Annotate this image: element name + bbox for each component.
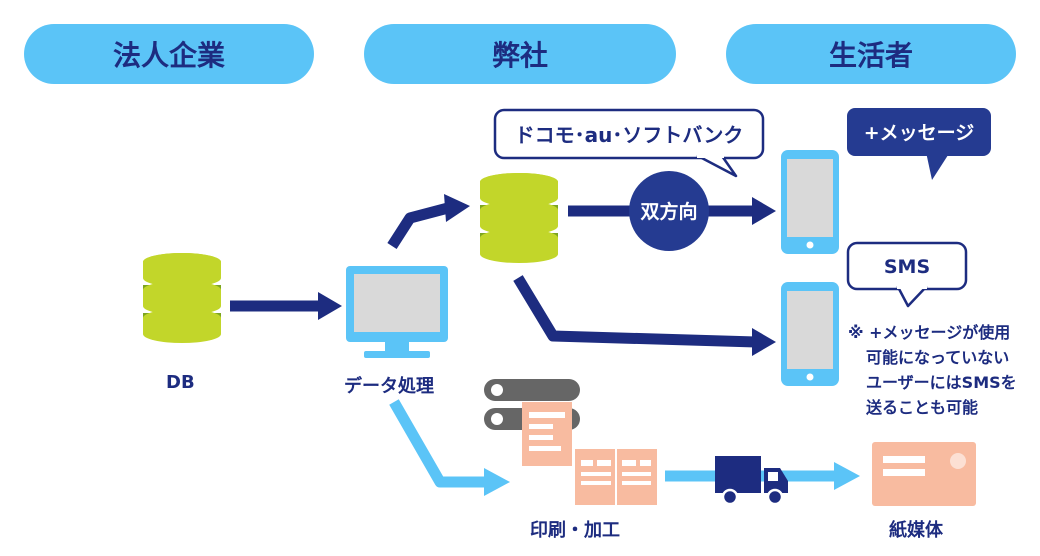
plus-message-label: +メッセージ bbox=[864, 122, 975, 144]
note-line-4: 送ることも可能 bbox=[866, 398, 979, 417]
arrow-db-to-phone-sms bbox=[513, 275, 776, 356]
plus-message-speech-bubble bbox=[847, 108, 991, 180]
paper-media-label: 紙媒体 bbox=[889, 520, 943, 541]
sms-fallback-note: ※ +メッセージが使用 可能になっていない ユーザーにはSMSを 送ることも可能 bbox=[848, 320, 1017, 420]
header-our-company-label: 弊社 bbox=[491, 39, 548, 72]
note-line-1: ※ +メッセージが使用 bbox=[848, 323, 1011, 342]
sms-label: SMS bbox=[884, 256, 930, 278]
note-line-2: 可能になっていない bbox=[866, 348, 1010, 367]
header-corporate: 法人企業 bbox=[24, 24, 314, 84]
carrier-label: ドコモ･au･ソフトバンク bbox=[515, 123, 744, 147]
db-label: DB bbox=[166, 372, 195, 393]
header-consumer: 生活者 bbox=[726, 24, 1016, 84]
header-corporate-label: 法人企業 bbox=[112, 39, 225, 72]
postcard-icon bbox=[872, 442, 976, 506]
printed-document-icon bbox=[522, 402, 572, 466]
arrow-print-to-paper-media bbox=[665, 462, 860, 490]
delivery-truck-icon bbox=[715, 456, 788, 506]
brochure-icon bbox=[575, 449, 657, 505]
sms-speech-bubble bbox=[846, 241, 968, 308]
smartphone-icon bbox=[781, 282, 839, 386]
db-icon bbox=[143, 253, 221, 343]
arrow-computer-to-print bbox=[389, 399, 510, 496]
header-our-company: 弊社 bbox=[364, 24, 676, 84]
note-line-3: ユーザーにはSMSを bbox=[866, 373, 1017, 392]
computer-monitor-icon bbox=[346, 266, 448, 358]
arrow-computer-to-server-db bbox=[387, 194, 470, 249]
header-consumer-label: 生活者 bbox=[828, 39, 913, 72]
print-processing-label: 印刷・加工 bbox=[530, 520, 620, 541]
bidirectional-label: 双方向 bbox=[640, 200, 697, 223]
arrow-db-to-computer bbox=[230, 292, 342, 320]
carrier-speech-bubble bbox=[493, 108, 765, 178]
data-processing-label: データ処理 bbox=[344, 376, 434, 397]
server-db-icon bbox=[480, 173, 558, 263]
smartphone-icon bbox=[781, 150, 839, 254]
bidirectional-circle bbox=[629, 171, 709, 251]
